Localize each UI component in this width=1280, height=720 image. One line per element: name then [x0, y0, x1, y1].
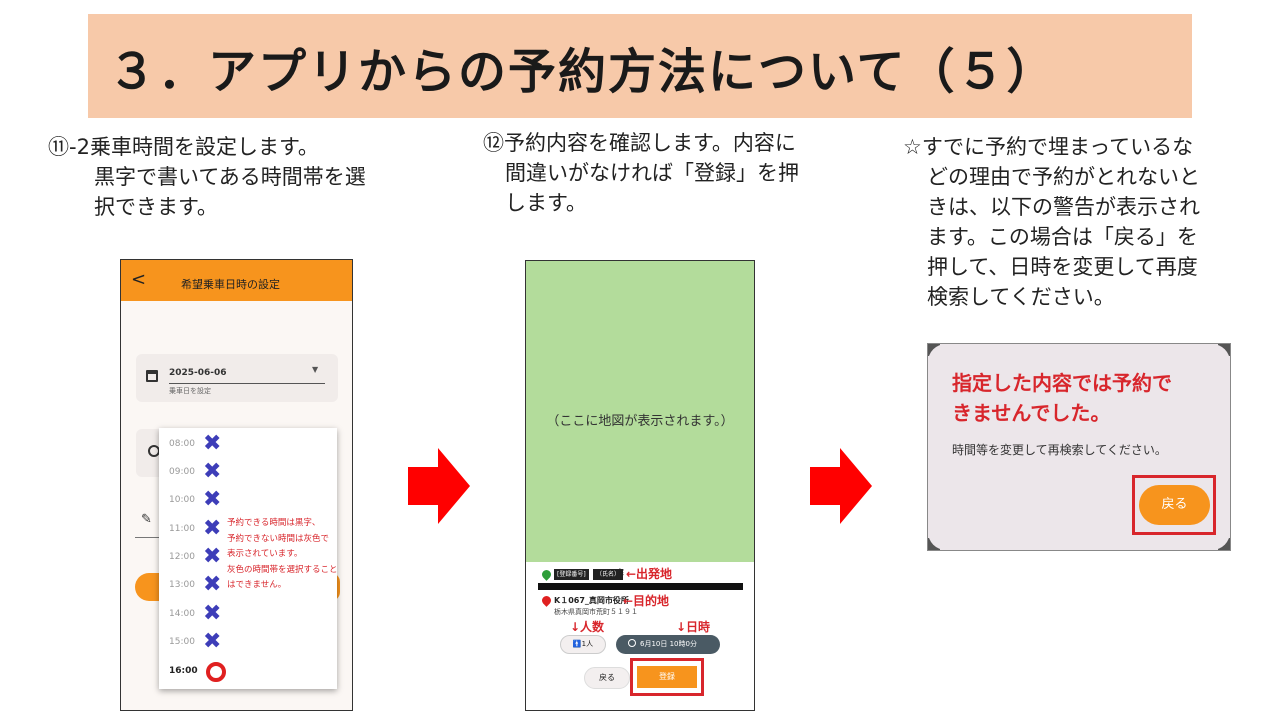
dialog-title-line: きませんでした。: [952, 401, 1111, 425]
register-button[interactable]: 登録: [637, 666, 697, 688]
note-line: 予約できない時間は灰色で: [227, 533, 330, 544]
step2-line3: します。: [505, 191, 587, 215]
step1-description: ⑪-2乗車時間を設定します。 黒字で書いてある時間帯を選 択できます。: [48, 132, 366, 222]
datetime-chip[interactable]: 6月10日 10時0分: [616, 635, 720, 654]
dialog-title: 指定した内容では予約で きませんでした。: [952, 368, 1172, 428]
date-field[interactable]: 2025-06-06 ▼ 乗車日を設定: [136, 354, 338, 402]
step3-line2: どの理由で予約がとれないと: [927, 165, 1200, 189]
calendar-icon: [146, 370, 158, 382]
origin-pin-icon: [540, 568, 553, 581]
page-title: ３．アプリからの予約方法について（５）: [108, 44, 1057, 100]
time-label: 13:00: [169, 580, 195, 590]
person-icon: 🚹: [572, 640, 582, 648]
time-option[interactable]: 09:00 ✖: [159, 459, 337, 487]
map-placeholder-text: （ここに地図が表示されます。）: [546, 414, 734, 429]
cross-mark-icon: ✖: [203, 572, 222, 597]
time-option[interactable]: 15:00 ✖: [159, 629, 337, 657]
time-label: 09:00: [169, 467, 195, 477]
time-option[interactable]: 12:00 ✖: [159, 544, 337, 572]
cross-mark-icon: ✖: [203, 629, 222, 654]
back-button[interactable]: 戻る: [584, 667, 630, 689]
warning-dialog-screenshot: 指定した内容では予約で きませんでした。 時間等を変更して再検索してください。 …: [927, 343, 1231, 551]
home-suffix: 宅: [616, 568, 624, 577]
back-arrow-icon[interactable]: <: [131, 269, 147, 290]
time-label: 10:00: [169, 495, 195, 505]
time-dropdown: 08:00 ✖ 09:00 ✖ 10:00 ✖ 11:00 ✖ 12:00 ✖ …: [159, 428, 338, 689]
note-line: 予約できる時間は黒字、: [227, 518, 321, 528]
dialog-message: 時間等を変更して再検索してください。: [952, 443, 1167, 457]
step3-line6: 検索してください。: [927, 285, 1115, 309]
user-name: （氏名）: [593, 569, 624, 580]
date-value: 2025-06-06: [169, 368, 227, 378]
dialog-back-button[interactable]: 戻る: [1139, 485, 1210, 525]
destination-name: K１067_真岡市役所: [554, 596, 629, 605]
step2-line2: 間違いがなければ「登録」を押: [505, 161, 799, 185]
time-option[interactable]: 13:00 ✖: [159, 572, 337, 600]
map-area: （ここに地図が表示されます。）: [526, 261, 754, 562]
cross-mark-icon: ✖: [203, 431, 222, 456]
time-label: 08:00: [169, 439, 195, 449]
time-option[interactable]: 14:00 ✖: [159, 601, 337, 629]
step3-line4: ます。この場合は「戻る」を: [927, 225, 1198, 249]
time-label: 15:00: [169, 637, 195, 647]
people-annotation: ↓人数: [570, 620, 605, 634]
step2-line1: ⑫予約内容を確認します。内容に: [483, 131, 796, 155]
clock-icon: [628, 639, 636, 647]
time-selection-screenshot: < 希望乗車日時の設定 2025-06-06 ▼ 乗車日を設定 ✎ 08:00 …: [120, 259, 353, 711]
passenger-count-chip[interactable]: 🚹1人: [560, 635, 606, 654]
step1-line2: 黒字で書いてある時間帯を選: [94, 165, 366, 189]
dialog-body: 指定した内容では予約で きませんでした。 時間等を変更して再検索してください。 …: [928, 344, 1230, 550]
input-underline: [135, 537, 163, 538]
app-header: < 希望乗車日時の設定: [121, 260, 352, 301]
time-option[interactable]: 08:00 ✖: [159, 431, 337, 459]
cross-mark-icon: ✖: [203, 544, 222, 569]
time-label: 16:00: [169, 666, 198, 676]
note-line: はできません。: [227, 580, 287, 590]
confirmation-screenshot: （ここに地図が表示されます。） [登録番号] （氏名） 宅 ←出発地 K１067…: [525, 260, 755, 711]
registration-number: [登録番号]: [554, 569, 589, 580]
pencil-icon: ✎: [141, 512, 152, 527]
dialog-title-line: 指定した内容では予約で: [952, 371, 1172, 395]
cross-mark-icon: ✖: [203, 487, 222, 512]
datetime-value: 6月10日 10時0分: [640, 640, 697, 648]
back-highlight: 戻る: [1132, 475, 1216, 535]
title-banner: ３．アプリからの予約方法について（５）: [88, 14, 1192, 118]
time-label: 14:00: [169, 609, 195, 619]
step3-line1: ☆すでに予約で埋まっているな: [903, 135, 1194, 159]
note-line: 灰色の時間帯を選択すること: [227, 564, 338, 575]
time-option[interactable]: 16:00: [159, 658, 337, 686]
register-highlight: 登録: [630, 658, 704, 696]
chevron-down-icon: ▼: [312, 365, 319, 374]
step1-line3: 択できます。: [94, 195, 218, 219]
cross-mark-icon: ✖: [203, 459, 222, 484]
step3-line3: きは、以下の警告が表示され: [927, 195, 1200, 219]
time-label: 12:00: [169, 552, 195, 562]
step3-description: ☆すでに予約で埋まっているな どの理由で予約がとれないと きは、以下の警告が表示…: [903, 132, 1200, 312]
availability-note: 予約できる時間は黒字、 予約できない時間は灰色で 表示されています。 灰色の時間…: [227, 516, 338, 594]
step1-line1: ⑪-2乗車時間を設定します。: [48, 135, 319, 159]
note-line: 表示されています。: [227, 549, 303, 559]
time-option[interactable]: 11:00 ✖: [159, 516, 337, 544]
header-title: 希望乗車日時の設定: [181, 278, 280, 291]
redacted-bar: [538, 583, 743, 590]
cross-mark-icon: ✖: [203, 516, 222, 541]
passenger-count: 1人: [581, 640, 594, 648]
step3-line5: 押して、日時を変更して再度: [927, 255, 1198, 279]
datetime-annotation: ↓日時: [676, 620, 711, 634]
time-label: 11:00: [169, 524, 195, 534]
origin-annotation: ←出発地: [626, 567, 673, 581]
date-underline: [169, 383, 325, 384]
date-label: 乗車日を設定: [169, 387, 211, 395]
destination-address: 栃木県真岡市荒町５１９１: [554, 608, 638, 616]
cross-mark-icon: ✖: [203, 601, 222, 626]
destination-annotation: ←目的地: [623, 594, 670, 608]
time-option[interactable]: 10:00 ✖: [159, 487, 337, 515]
circle-mark-icon: [206, 662, 226, 682]
destination-pin-icon: [540, 594, 553, 607]
step2-description: ⑫予約内容を確認します。内容に 間違いがなければ「登録」を押 します。: [483, 128, 799, 218]
